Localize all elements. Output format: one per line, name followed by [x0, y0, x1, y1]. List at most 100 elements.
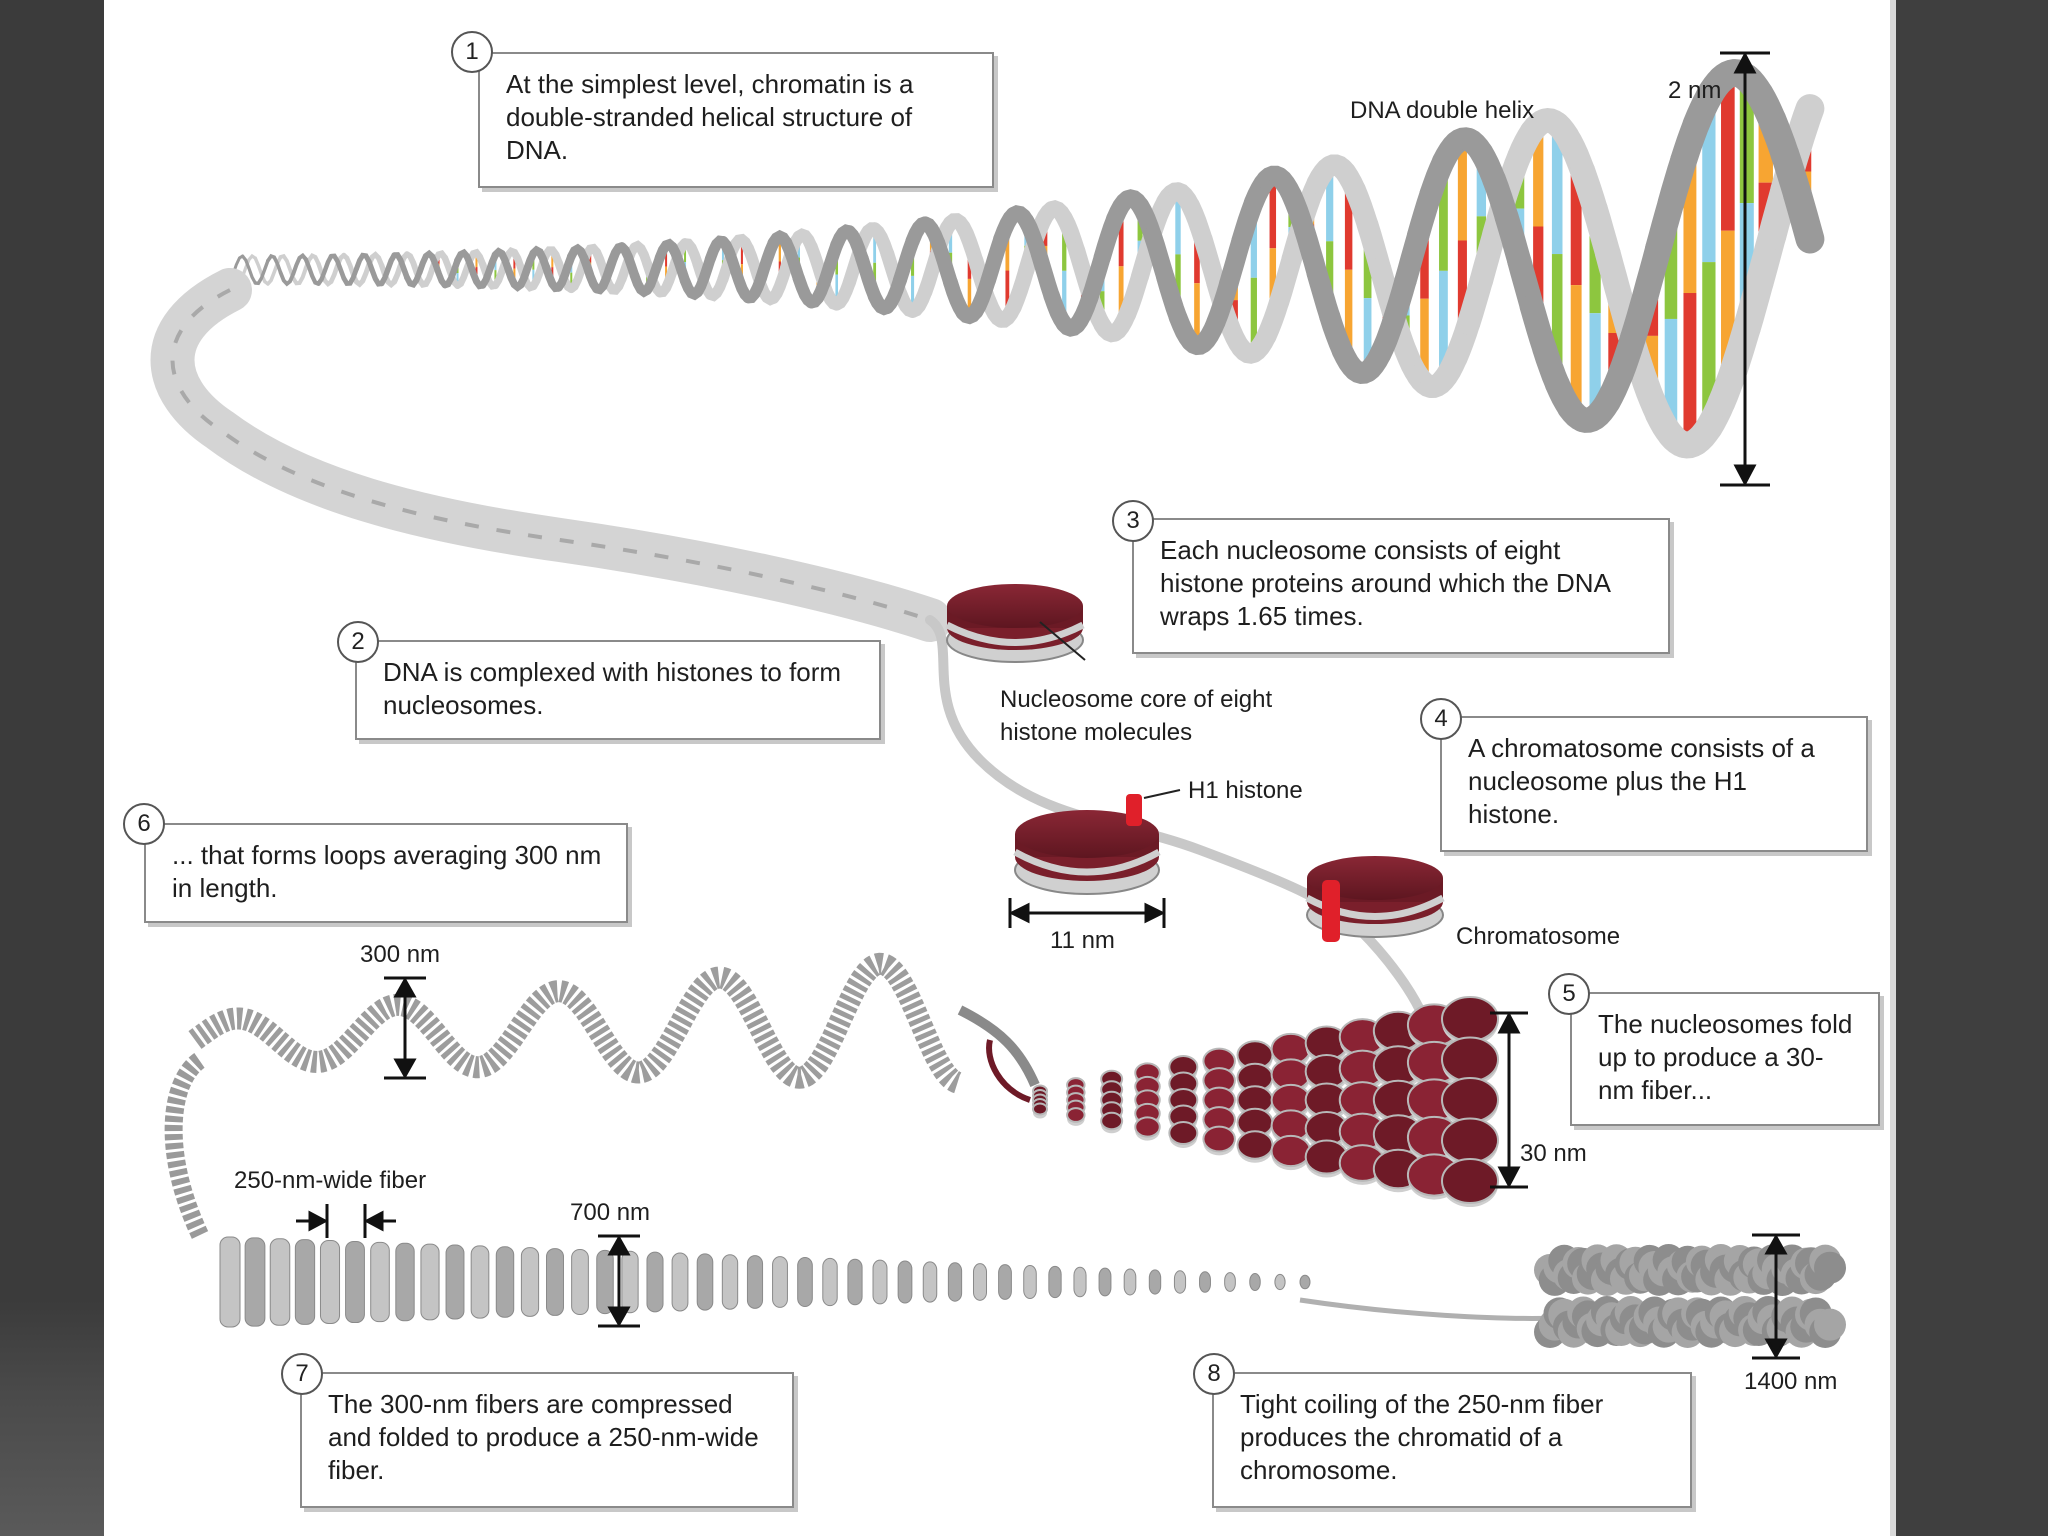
- base-pair: [1533, 226, 1544, 329]
- base-pair: [1420, 298, 1429, 384]
- helix-strand: [767, 261, 793, 304]
- fiber-disc: [1100, 1111, 1124, 1131]
- step-badge-7: 7: [281, 1353, 323, 1395]
- fiber-coil: [797, 1256, 813, 1308]
- fiber-coil: [294, 1239, 316, 1325]
- helix-strand: [454, 248, 474, 268]
- base-pair: [1175, 191, 1181, 255]
- label-h1-histone: H1 histone: [1188, 777, 1303, 804]
- base-pair: [1363, 298, 1372, 372]
- fiber-coil: [319, 1240, 341, 1324]
- base-pair: [1721, 74, 1735, 231]
- slide-background-left: [0, 0, 104, 1536]
- fiber-coil: [596, 1249, 614, 1315]
- base-pair: [873, 229, 877, 263]
- fiber-coil: [822, 1257, 838, 1307]
- base-pair: [456, 273, 459, 286]
- helix-strand: [429, 253, 449, 289]
- callout-step-1: At the simplest level, chromatin is a do…: [478, 52, 994, 188]
- base-pair: [1194, 220, 1200, 284]
- helix-strand: [717, 235, 742, 277]
- helix-strand: [378, 252, 398, 287]
- fiber-disc: [1236, 1130, 1274, 1160]
- base-pair: [1702, 96, 1716, 263]
- helix-strand: [1783, 179, 1825, 254]
- helix-strand: [240, 254, 257, 285]
- fiber-disc: [1441, 1077, 1499, 1123]
- fiber-coil: [998, 1264, 1012, 1300]
- fiber-disc: [1134, 1116, 1161, 1138]
- label-nucleosome-core: Nucleosome core of eight histone molecul…: [1000, 686, 1273, 746]
- step-badge-2: 2: [337, 621, 379, 663]
- slide-background-gradient: [0, 1300, 104, 1536]
- nucleosome: [945, 584, 1086, 663]
- base-pair: [1118, 206, 1124, 267]
- helix-strand: [416, 266, 436, 289]
- coil-segment: [957, 1005, 1040, 1087]
- base-pair: [1420, 214, 1429, 299]
- measure-30nm: [1490, 1011, 1528, 1189]
- base-pair: [494, 270, 497, 286]
- fiber-coil: [520, 1247, 540, 1317]
- fiber-coil: [571, 1248, 589, 1316]
- helix-strand: [541, 246, 563, 267]
- base-pair: [967, 278, 972, 317]
- fiber-disc: [1441, 1117, 1499, 1164]
- helix-strand: [692, 253, 716, 298]
- base-pair: [1344, 269, 1353, 363]
- fiber-disc: [1270, 1134, 1312, 1168]
- base-pair: [1476, 152, 1487, 217]
- base-pair: [1457, 139, 1467, 241]
- helix-strand: [491, 247, 512, 273]
- step-badge-8: 8: [1193, 1353, 1235, 1395]
- step-badge-3: 3: [1112, 500, 1154, 542]
- base-pair: [570, 272, 573, 289]
- helix-strand: [516, 249, 538, 289]
- fiber-disc: [1202, 1125, 1236, 1153]
- helix-strand: [742, 273, 767, 304]
- measure-11nm: [1008, 898, 1166, 928]
- helix-strand: [704, 273, 729, 302]
- base-pair: [1062, 270, 1067, 324]
- helix-strand: [303, 257, 321, 286]
- fiber-disc: [1066, 1107, 1086, 1123]
- helix-strand: [667, 241, 691, 286]
- base-pair: [1005, 223, 1010, 271]
- fiber-disc: [1168, 1121, 1199, 1145]
- dna-double-helix: [228, 59, 1825, 459]
- measure-700nm: [598, 1234, 640, 1328]
- base-pair: [1533, 124, 1544, 227]
- base-pair: [1570, 285, 1582, 416]
- base-pair: [778, 236, 781, 262]
- base-pair: [551, 250, 554, 268]
- fiber-coil: [872, 1259, 888, 1305]
- callout-step-4: A chromatosome consists of a nucleosome …: [1440, 716, 1868, 852]
- chromatid: [1534, 1244, 1846, 1348]
- helix-strand: [266, 253, 283, 275]
- helix-strand: [353, 252, 372, 272]
- base-pair: [1683, 293, 1697, 445]
- base-pair: [1062, 217, 1067, 271]
- fiber-coil: [947, 1262, 963, 1302]
- base-pair: [1702, 262, 1716, 428]
- base-pair: [1589, 209, 1601, 314]
- label-chromatosome: Chromatosome: [1456, 923, 1621, 950]
- label-300nm: 300 nm: [360, 941, 441, 968]
- helix-strand: [316, 253, 334, 286]
- base-pair: [1551, 124, 1563, 255]
- fiber-coil: [1023, 1264, 1037, 1300]
- 30nm-fiber: [986, 996, 1499, 1207]
- fiber-coil: [721, 1254, 739, 1310]
- fiber-coil: [495, 1246, 515, 1318]
- base-pair: [1250, 277, 1257, 353]
- base-pair: [1551, 254, 1563, 384]
- callout-text: The 300-nm fibers are compressed and fol…: [328, 1389, 759, 1485]
- fiber-coil: [646, 1251, 664, 1313]
- measure-1400nm: [1752, 1233, 1800, 1360]
- fiber-coil: [345, 1240, 365, 1324]
- linker-dna: [925, 615, 1425, 1015]
- callout-step-7: The 300-nm fibers are compressed and fol…: [300, 1372, 794, 1508]
- base-pair: [1344, 176, 1353, 270]
- base-pair: [475, 252, 478, 268]
